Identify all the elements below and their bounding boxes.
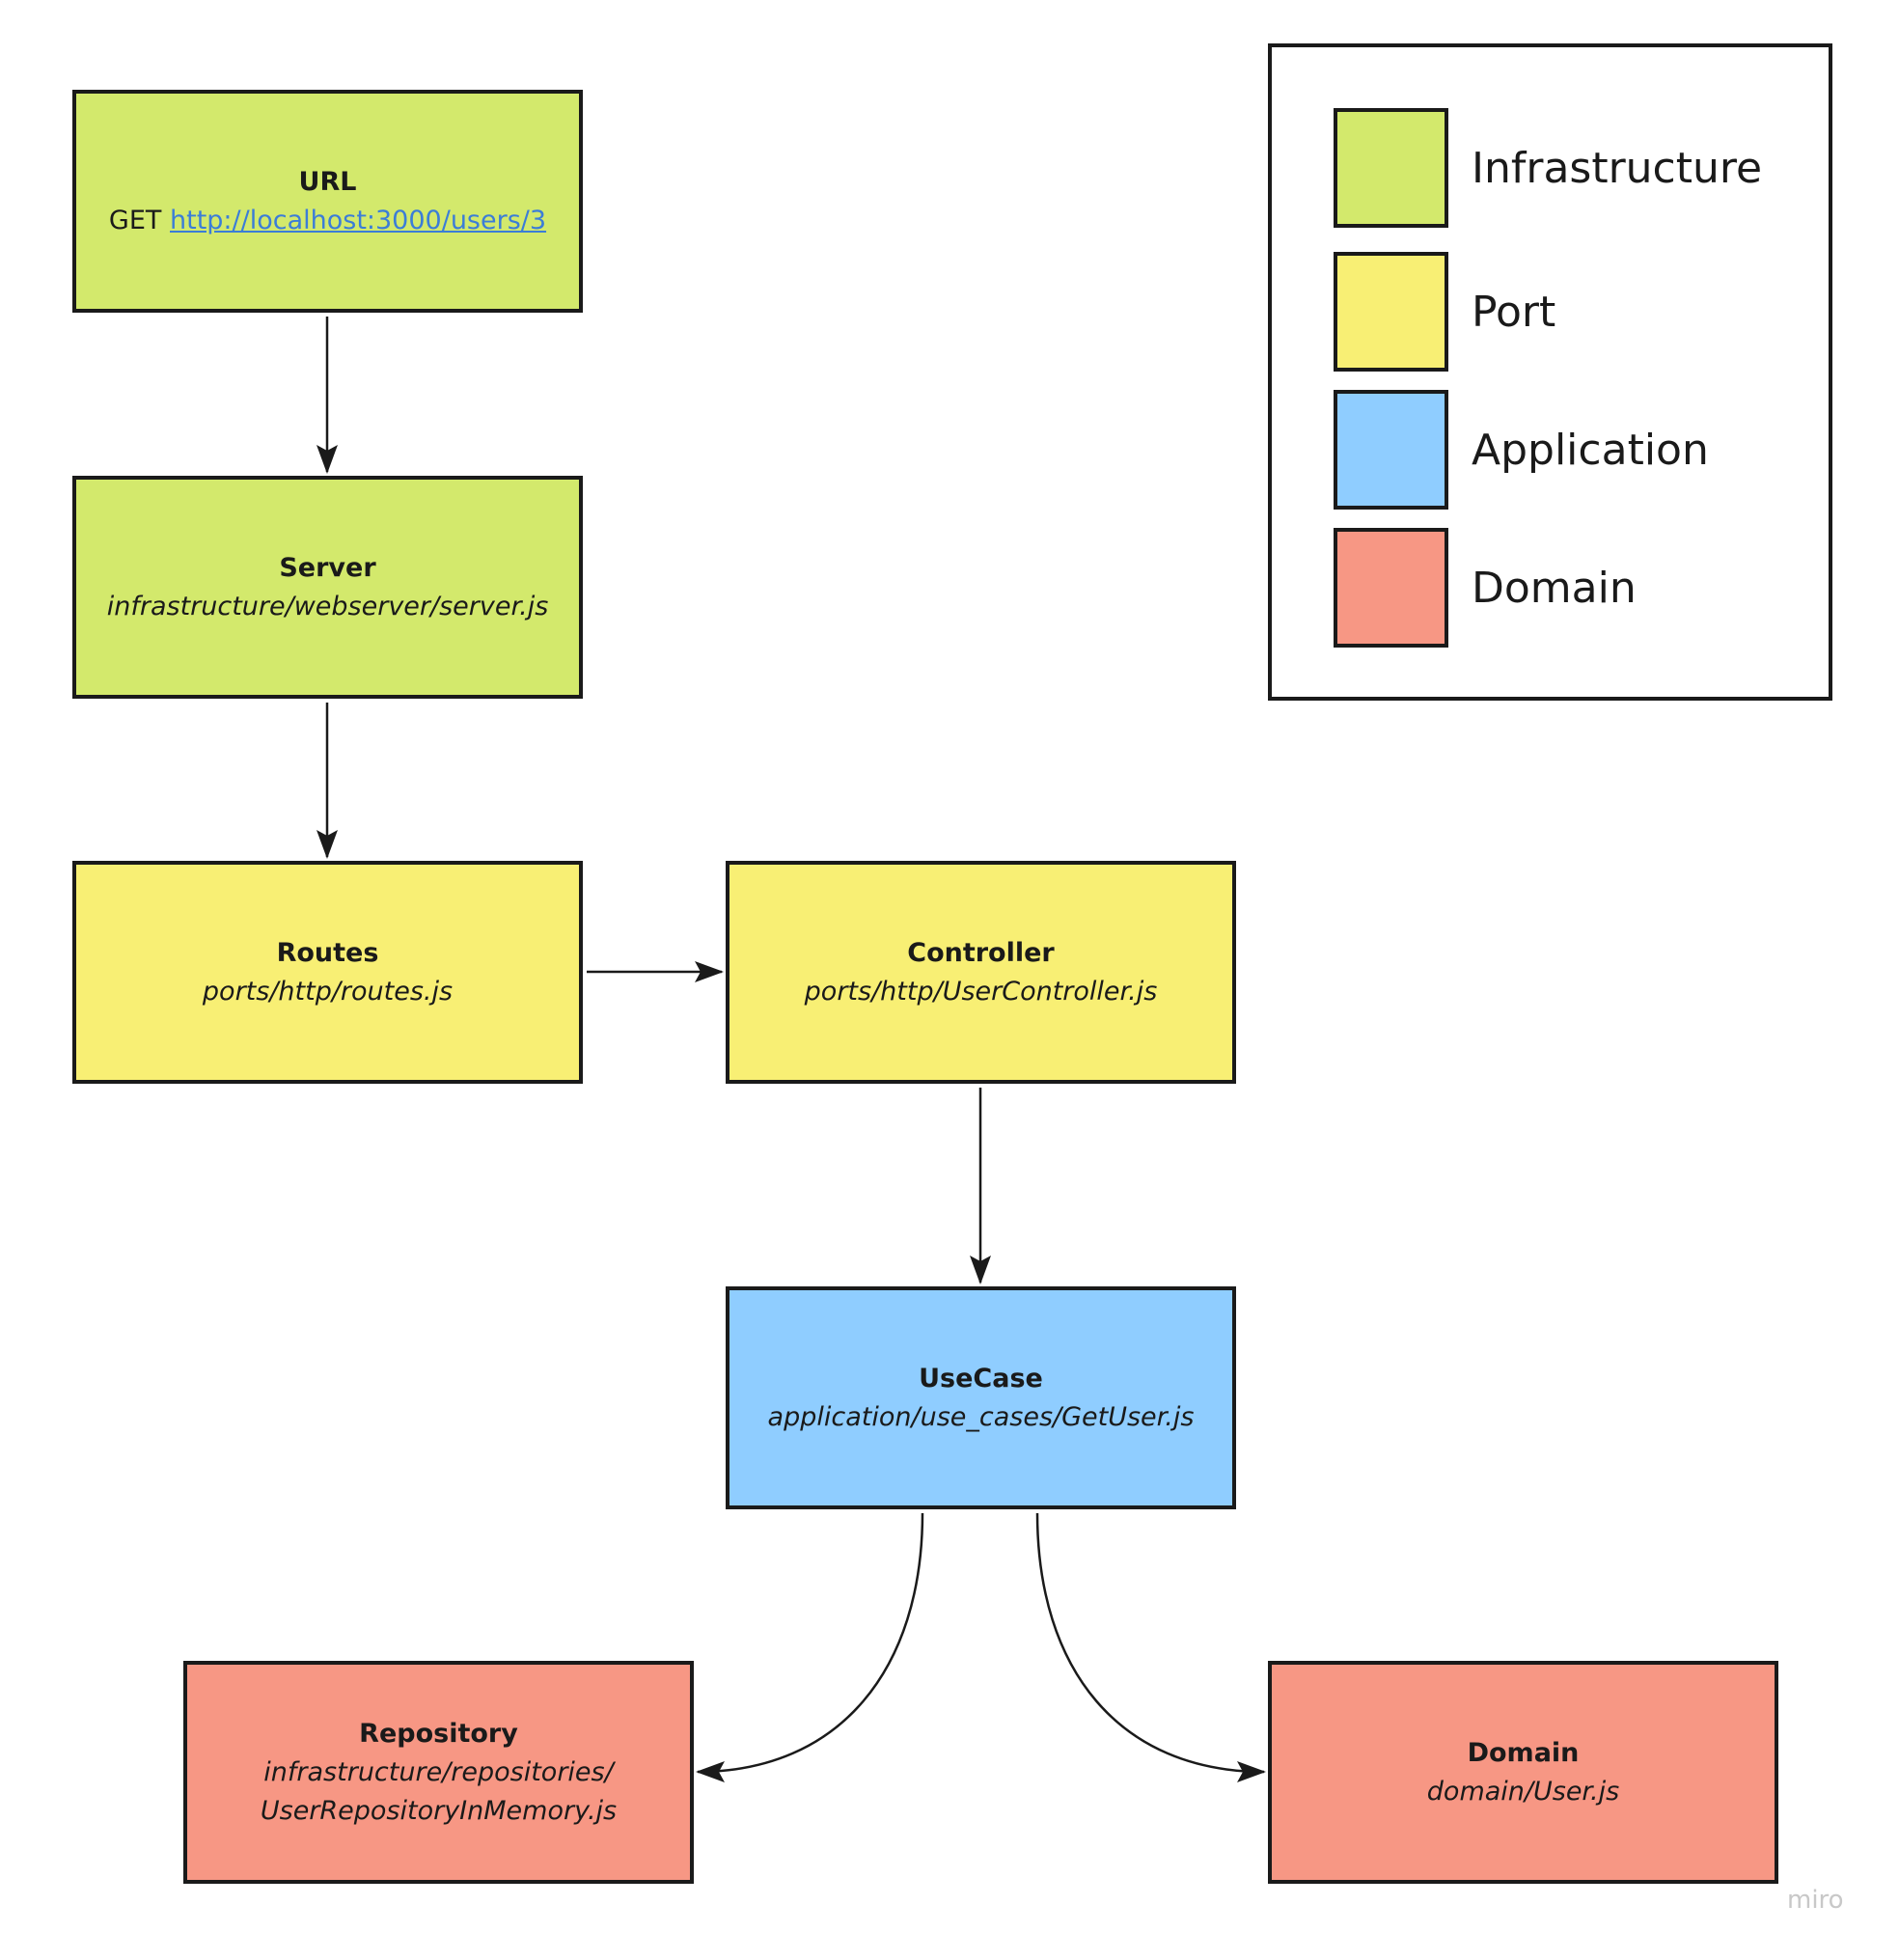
miro-watermark: miro [1787,1886,1844,1915]
routes-node-path: ports/http/routes.js [202,976,454,1007]
legend-label-application: Application [1472,425,1709,475]
repository-node-path-line1: infrastructure/repositories/ [263,1756,614,1787]
legend-item-application: Application [1334,390,1709,510]
legend-swatch-port [1334,252,1448,372]
url-link[interactable]: http://localhost:3000/users/3 [170,205,547,235]
domain-node-title: Domain [1467,1737,1580,1768]
server-node: Server infrastructure/webserver/server.j… [72,476,583,699]
legend-label-port: Port [1472,287,1556,337]
usecase-node-title: UseCase [919,1363,1043,1394]
url-node: URL GET http://localhost:3000/users/3 [72,90,583,313]
legend-swatch-domain [1334,528,1448,648]
http-method: GET [108,205,162,235]
domain-node: Domain domain/User.js [1268,1661,1778,1884]
server-node-path: infrastructure/webserver/server.js [106,591,549,621]
repository-node-path-line2: UserRepositoryInMemory.js [260,1795,618,1826]
domain-node-path: domain/User.js [1426,1776,1620,1807]
legend-item-domain: Domain [1334,528,1637,648]
routes-node: Routes ports/http/routes.js [72,861,583,1084]
repository-node-title: Repository [359,1718,518,1749]
legend: Infrastructure Port Application Domain [1268,43,1832,701]
controller-node-path: ports/http/UserController.js [804,976,1158,1007]
legend-item-infrastructure: Infrastructure [1334,108,1762,228]
edge-usecase-domain [1035,1512,1266,1782]
url-node-request: GET http://localhost:3000/users/3 [109,202,546,240]
legend-label-infrastructure: Infrastructure [1472,143,1763,193]
legend-swatch-application [1334,390,1448,510]
legend-item-port: Port [1334,252,1555,372]
controller-node: Controller ports/http/UserController.js [726,861,1236,1084]
usecase-node-path: application/use_cases/GetUser.js [767,1401,1195,1432]
legend-swatch-infrastructure [1334,108,1448,228]
server-node-title: Server [279,552,376,583]
routes-node-title: Routes [276,937,379,968]
usecase-node: UseCase application/use_cases/GetUser.js [726,1286,1236,1509]
legend-label-domain: Domain [1472,563,1637,613]
repository-node: Repository infrastructure/repositories/ … [183,1661,694,1884]
edge-usecase-repository [696,1512,924,1782]
controller-node-title: Controller [907,937,1055,968]
url-node-title: URL [298,166,357,197]
